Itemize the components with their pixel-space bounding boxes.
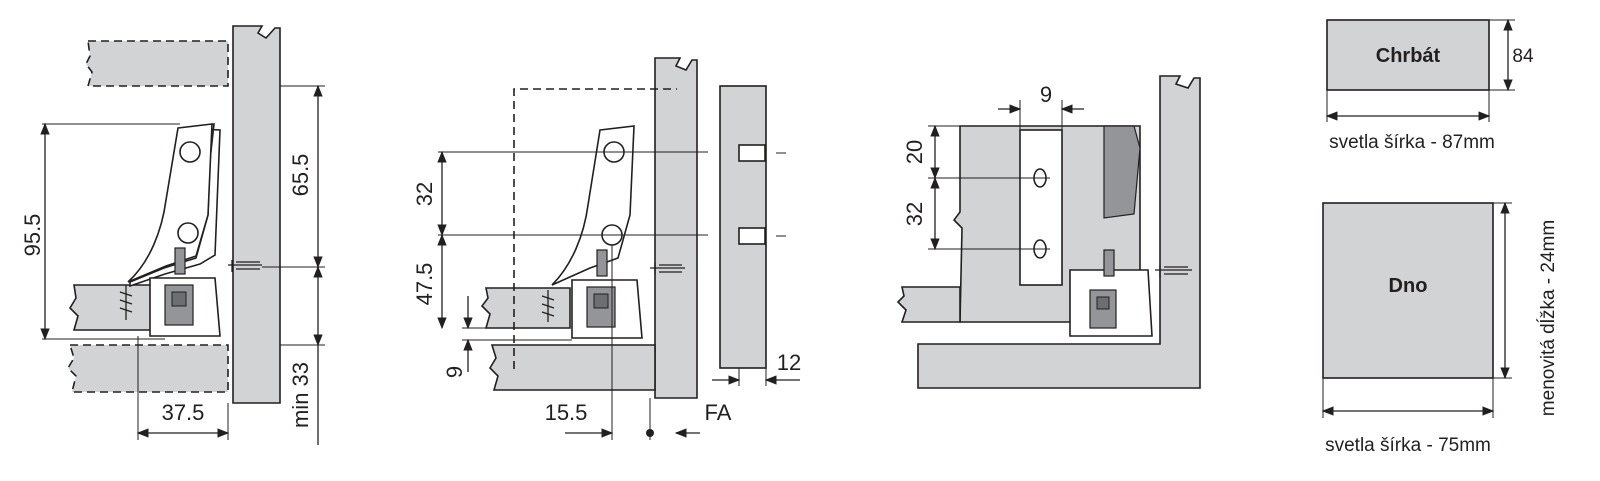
- bottom-panel-length-label: menovitá dĺžka - 24mm: [1537, 220, 1559, 416]
- back-panel-rect: [1326, 19, 1490, 91]
- screw-side: [1155, 265, 1192, 277]
- back-panel-label: Chrbát: [1376, 45, 1441, 67]
- dim-label-20: 20: [902, 140, 927, 164]
- side-panel: [232, 25, 281, 404]
- runner-latch: [1103, 249, 1115, 277]
- bottom-panel-label: Dno: [1389, 275, 1428, 297]
- reference-dot: [646, 429, 654, 437]
- view-1-side-section: 95.5 65.5 min 33 37.5: [20, 25, 325, 445]
- dim-label-84: 84: [1512, 46, 1534, 67]
- runner-clip-inner: [1096, 296, 1110, 310]
- dim-label-65-5: 65.5: [288, 154, 313, 197]
- dashed-upper-panel: [85, 40, 229, 87]
- back-bracket: [1019, 129, 1063, 286]
- drawer-bottom-board: [896, 286, 961, 323]
- dim-label-min-33: min 33: [288, 362, 313, 428]
- view-2-side-section: 32 47.5 9 15.5 FA 12: [412, 57, 801, 440]
- side-panel: [654, 57, 698, 399]
- cabinet-bottom-board: [488, 344, 656, 391]
- front-board-slot-upper: [738, 144, 766, 162]
- back-bracket-cap: [1103, 125, 1141, 219]
- runner-clip-inner: [171, 291, 187, 307]
- dim-label-12: 12: [777, 350, 801, 375]
- bottom-panel-width-label: svetla šírka - 75mm: [1325, 435, 1491, 456]
- runner-clip-inner: [593, 293, 609, 309]
- dim-label-fa: FA: [705, 400, 732, 425]
- drawer-bottom-board: [68, 284, 161, 331]
- back-panel-spec: Chrbát 84 svetla šírka - 87mm: [1325, 18, 1534, 153]
- dim-label-15-5: 15.5: [545, 400, 588, 425]
- screw-bottom: [541, 290, 555, 322]
- bottom-panel-rect: [1322, 202, 1494, 379]
- dim-label-9: 9: [442, 366, 467, 378]
- dim-label-32: 32: [412, 182, 437, 206]
- bracket-hole-lower: [177, 222, 199, 244]
- bracket-hole-upper: [179, 141, 201, 163]
- dim-label-95-5: 95.5: [20, 214, 45, 257]
- dashed-front-outline: [513, 88, 677, 369]
- dim-label-9: 9: [1040, 82, 1052, 107]
- screw-bottom: [119, 285, 133, 320]
- view-3-back-section: 9 20 32: [896, 75, 1201, 389]
- runner-latch: [596, 249, 608, 277]
- front-board-section: [719, 85, 767, 369]
- dim-label-37-5: 37.5: [162, 400, 205, 425]
- dim-label-47-5: 47.5: [412, 263, 437, 306]
- dim-label-32: 32: [902, 202, 927, 226]
- runner-latch: [174, 247, 186, 275]
- front-board-slot-lower: [738, 227, 766, 245]
- bottom-panel-spec: Dno menovitá dĺžka - 24mm svetla šírka -…: [1321, 201, 1559, 456]
- dashed-lower-panel: [66, 344, 229, 393]
- drawer-bottom-board: [480, 287, 571, 329]
- back-panel-width-label: svetla šírka - 87mm: [1329, 132, 1495, 153]
- side-panel-l: [917, 75, 1201, 389]
- screw-side: [228, 260, 262, 272]
- screw-side: [650, 263, 685, 275]
